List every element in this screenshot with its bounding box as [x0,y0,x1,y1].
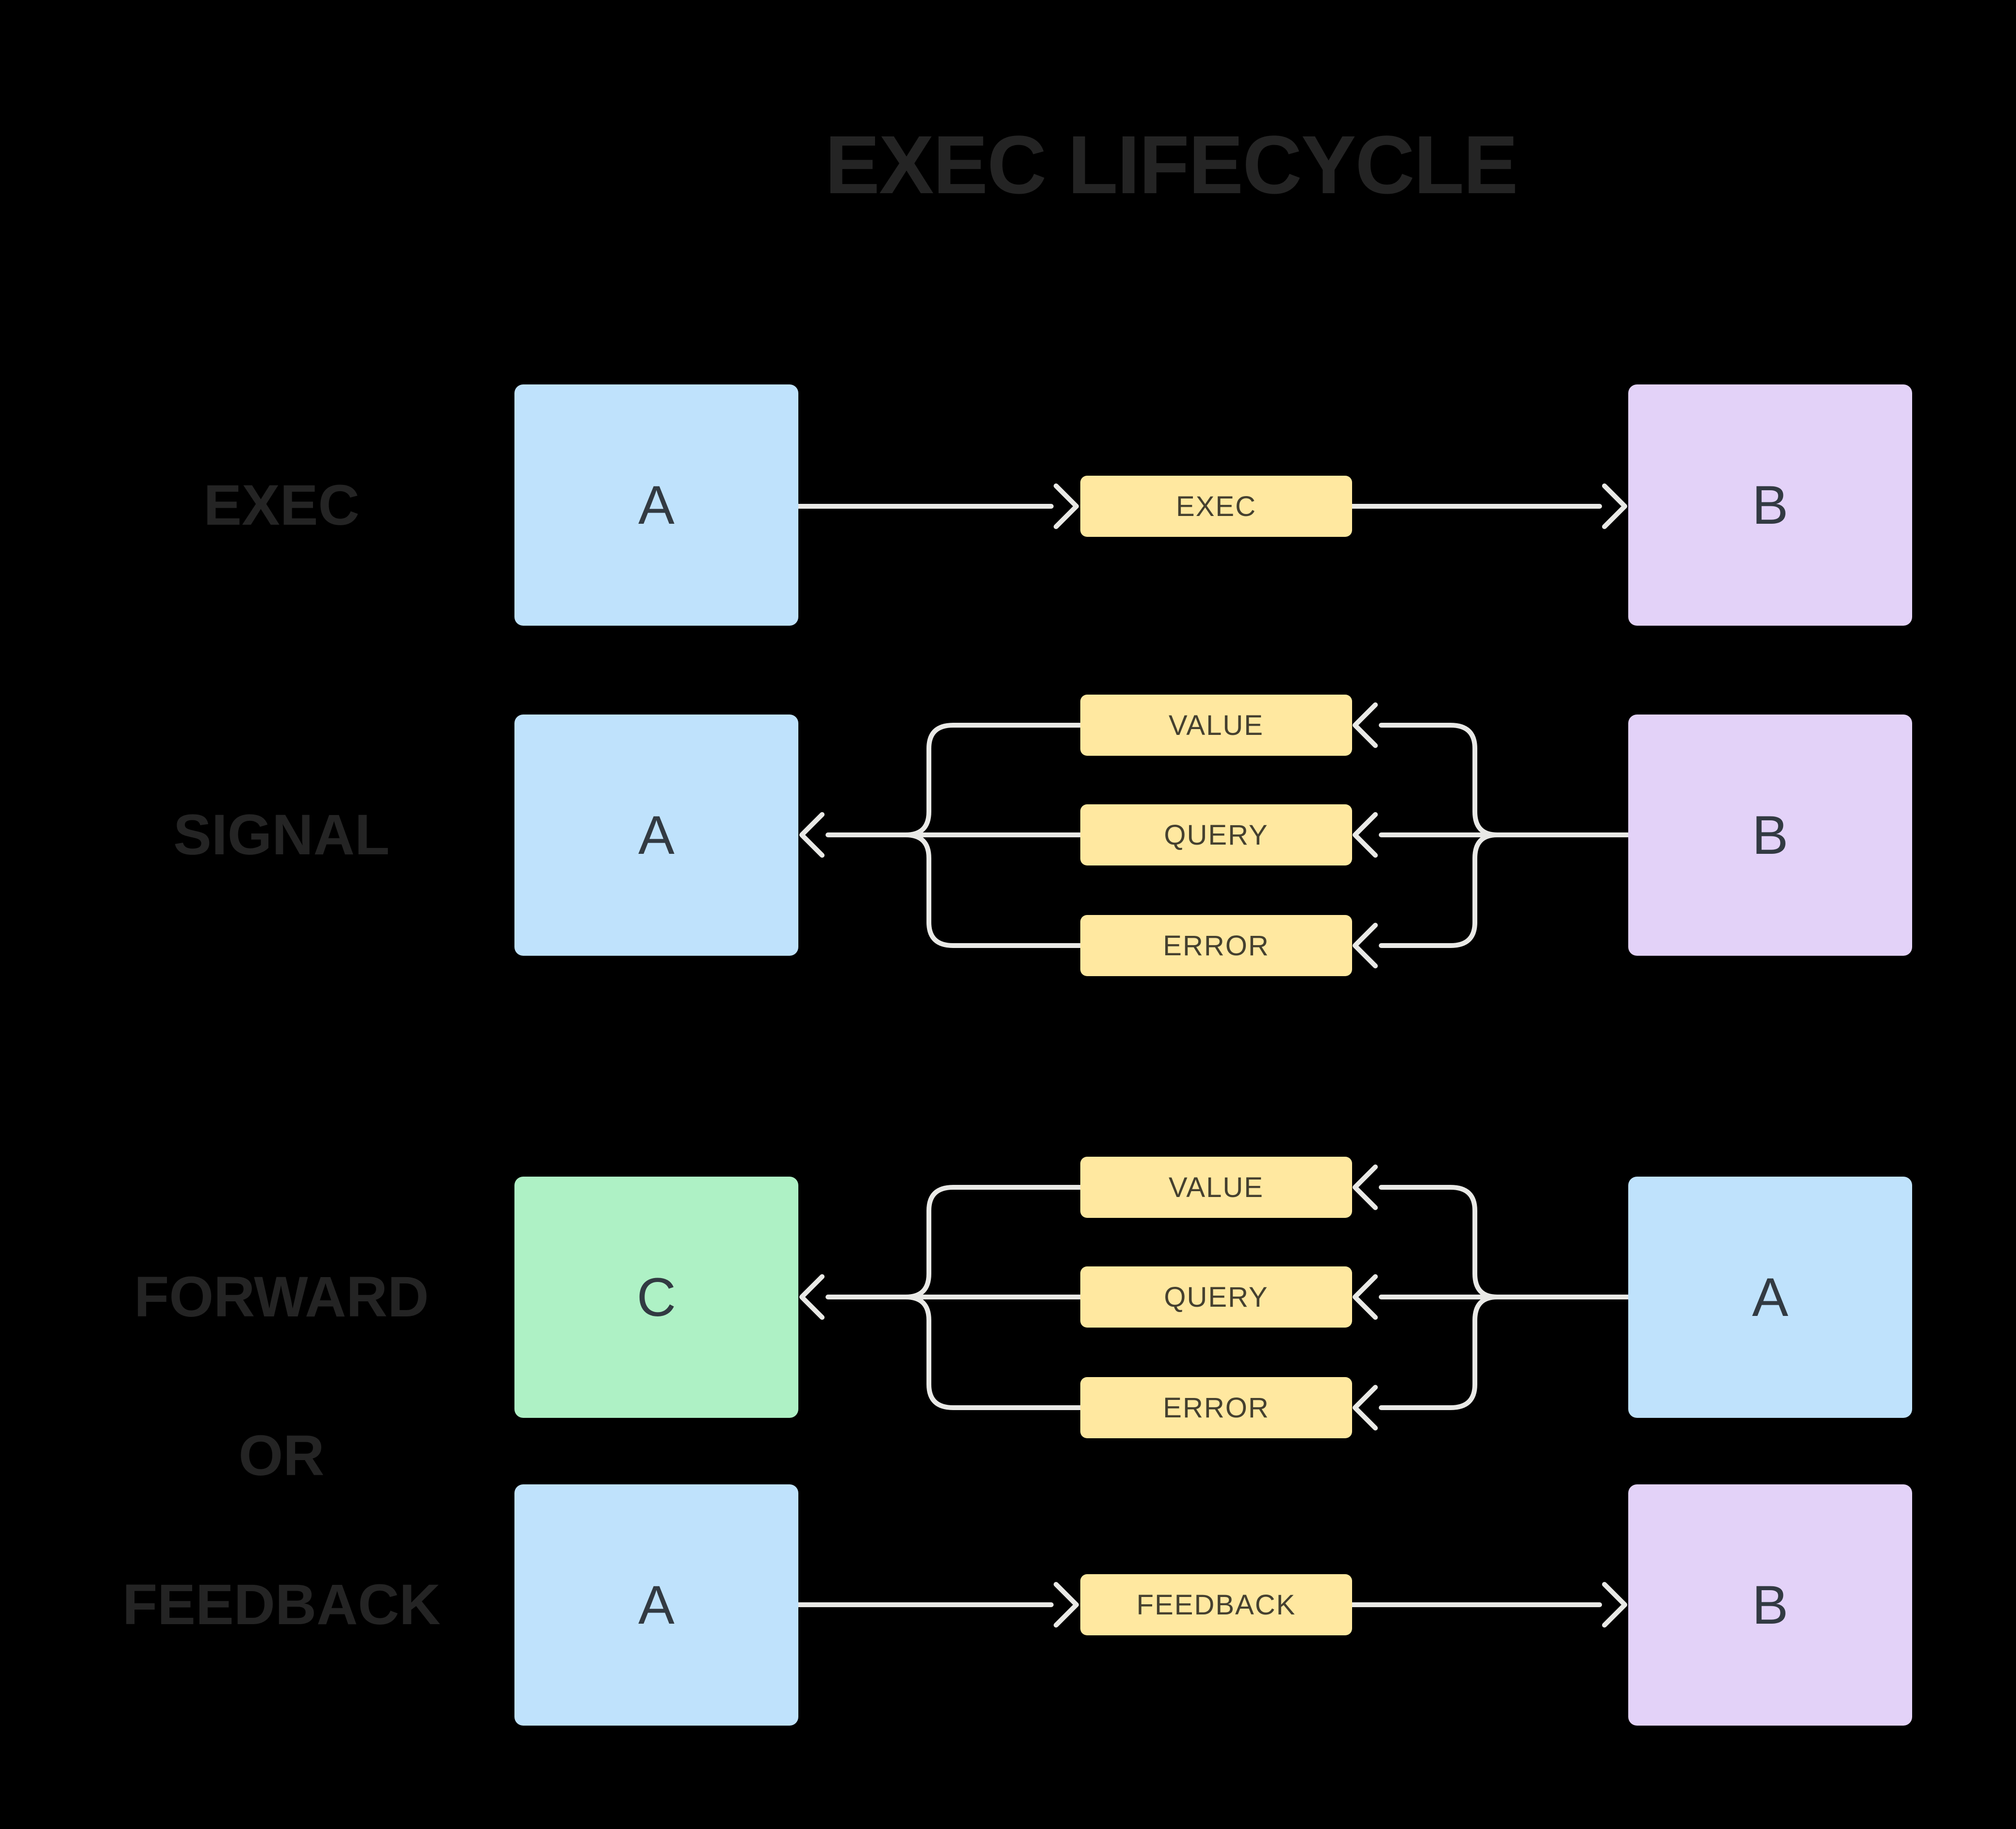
arrowhead-into-error-pill [1353,923,1378,968]
arrowhead-into-error-pill [1353,1385,1378,1430]
branch-value-pill-merge [903,723,1083,837]
arrowhead-into-query-pill [1353,812,1378,858]
branch-value-pill-merge [903,1185,1083,1299]
arrowhead-into-b [1602,1582,1627,1628]
message-pill-error: ERROR [1080,915,1352,976]
branch-b-to-error-pill [1379,832,1500,948]
row-label-forward: FORWARD [134,1265,429,1329]
row-label-exec: EXEC [203,473,360,537]
row-label-feedback: FEEDBACK [122,1573,441,1637]
branch-a-to-value-pill [1379,1185,1500,1299]
arrowhead-into-a [799,812,825,858]
diagram-title: EXEC LIFECYCLE [825,119,1519,211]
message-pill-value: VALUE [1080,1157,1352,1218]
node-letter: A [638,475,675,535]
node-letter: B [1752,475,1788,535]
node-box-a: A [514,1484,798,1726]
pill-label: VALUE [1169,1171,1264,1203]
arrowhead-into-feedback-pill [1054,1582,1079,1628]
pill-label: ERROR [1163,1392,1270,1424]
node-letter: A [638,805,675,865]
branch-a-to-error-pill [1379,1295,1500,1410]
message-pill-query: QUERY [1080,804,1352,865]
node-letter: B [1752,805,1788,865]
arrowhead-into-value-pill [1353,1164,1378,1210]
message-pill-exec: EXEC [1080,476,1352,537]
node-box-b: B [1628,384,1912,626]
node-letter: A [1752,1267,1788,1328]
pill-label: VALUE [1169,709,1264,741]
message-pill-feedback: FEEDBACK [1080,1574,1352,1635]
node-letter: B [1752,1575,1788,1635]
message-pill-query: QUERY [1080,1266,1352,1328]
pill-label: FEEDBACK [1136,1589,1296,1621]
node-box-a: A [514,715,798,956]
branch-b-to-value-pill [1379,723,1500,837]
pill-label: ERROR [1163,930,1270,962]
node-box-b: B [1628,715,1912,956]
row-label-signal: SIGNAL [173,803,390,867]
message-pill-value: VALUE [1080,695,1352,756]
arrowhead-into-query-pill [1353,1274,1378,1320]
node-letter: C [637,1267,676,1328]
pill-label: QUERY [1164,819,1269,851]
arrowhead-into-c [799,1274,825,1320]
node-box-b: B [1628,1484,1912,1726]
message-pill-error: ERROR [1080,1377,1352,1438]
branch-error-pill-merge [903,832,1083,948]
pill-label: EXEC [1176,490,1256,522]
node-box-c: C [514,1177,798,1418]
node-letter: A [638,1575,675,1635]
branch-error-pill-merge [903,1295,1083,1410]
node-box-a: A [514,384,798,626]
pill-label: QUERY [1164,1281,1269,1313]
arrowhead-into-exec-pill [1054,483,1079,529]
row-label-or: OR [238,1424,325,1488]
arrowhead-into-value-pill [1353,702,1378,748]
node-box-a: A [1628,1177,1912,1418]
arrowhead-into-b [1602,483,1627,529]
